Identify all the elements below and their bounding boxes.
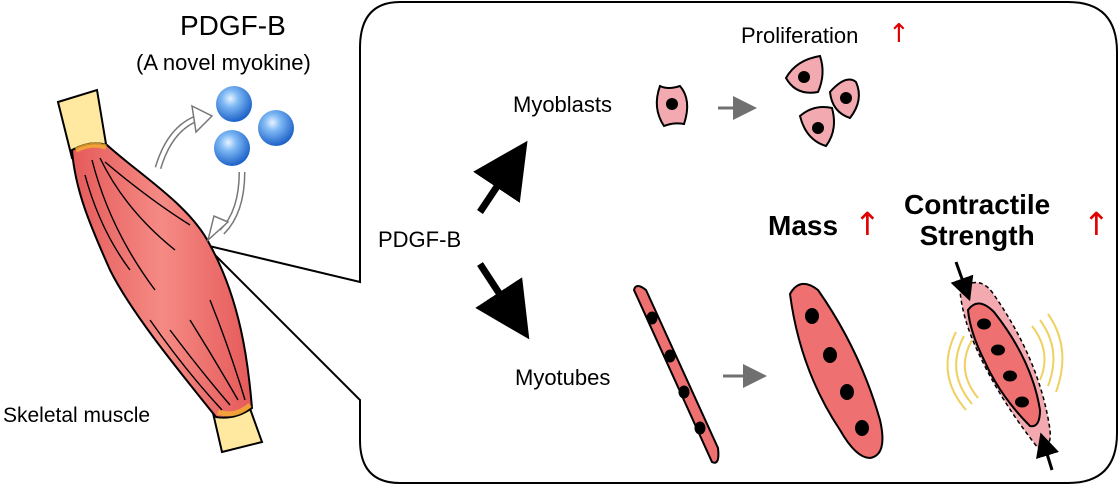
arrow-to-myoblasts [473, 140, 528, 214]
contractile-strength-label: Contractile Strength [904, 189, 1051, 252]
pdgf-b-center-label: PDGF-B [378, 227, 462, 252]
myotube-enlarged [788, 283, 884, 460]
pdgf-b-molecules [214, 86, 294, 166]
muscle-fibers [84, 157, 246, 411]
myokine-subtitle: (A novel myokine) [136, 50, 311, 75]
myoblast-cell [655, 84, 689, 128]
proliferated-myoblasts [784, 54, 860, 148]
myotube-contracting [946, 261, 1064, 471]
muscle-belly [70, 142, 254, 419]
proliferation-increase-icon: ↑ [888, 19, 910, 49]
myotube-thin [632, 285, 720, 464]
myokine-title: PDGF-B [180, 10, 286, 41]
contractile-line-1: Contractile [904, 189, 1051, 220]
mass-label: Mass [768, 210, 839, 241]
arrow-to-myotubes [475, 262, 530, 340]
skeletal-muscle-illustration [56, 88, 264, 454]
proliferation-label: Proliferation [741, 23, 859, 48]
zoom-panel [201, 1, 1118, 484]
vibration-lines [946, 313, 1064, 411]
skeletal-muscle-label: Skeletal muscle [3, 404, 151, 427]
myoblasts-label: Myoblasts [513, 92, 613, 117]
strength-increase-icon: ↑ [1083, 205, 1110, 243]
secretion-arrow [154, 114, 200, 170]
myotubes-label: Myotubes [515, 365, 611, 390]
mass-increase-icon: ↑ [854, 205, 881, 243]
contractile-line-2: Strength [919, 219, 1035, 251]
